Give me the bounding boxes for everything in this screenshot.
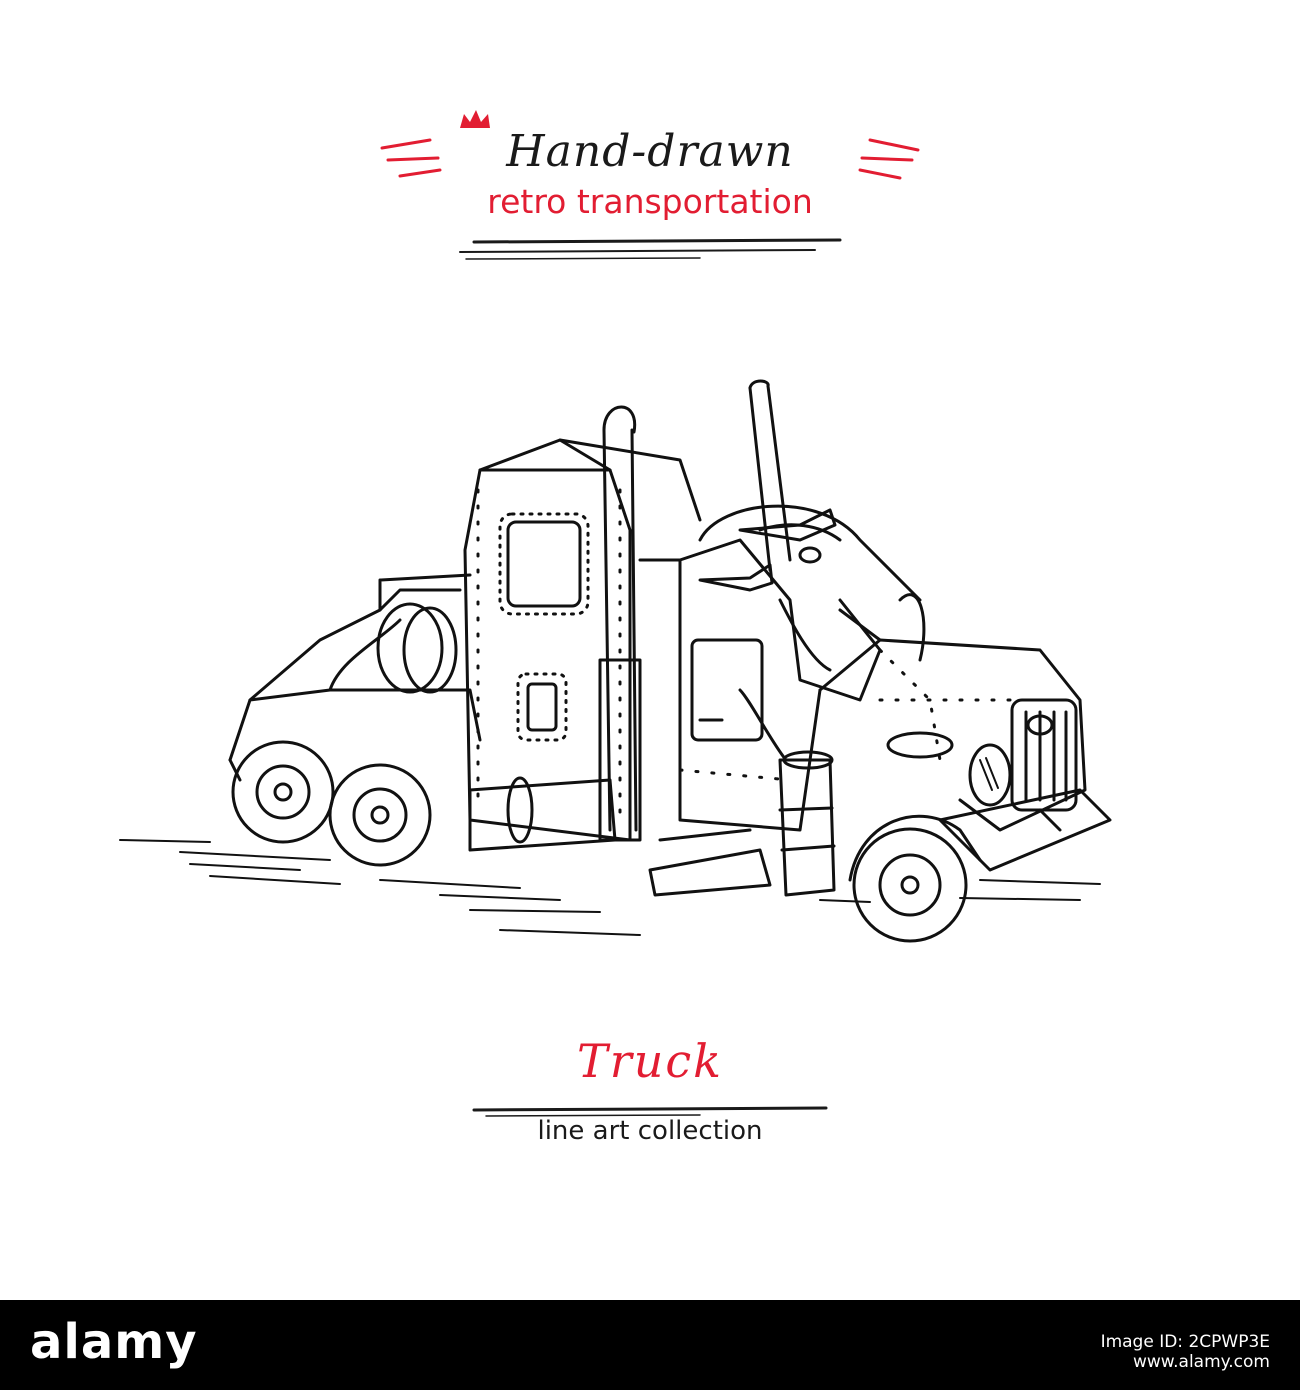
header-right-dashes (858, 138, 920, 180)
caption-underline (472, 1106, 828, 1117)
crown-icon (460, 110, 490, 128)
caption-title: Truck (577, 1034, 723, 1088)
truck-drawing (119, 379, 1112, 943)
watermark-bar: alamy Image ID: 2CPWP3E www.alamy.com (0, 1300, 1300, 1390)
watermark-info: Image ID: 2CPWP3E www.alamy.com (1101, 1332, 1270, 1372)
header-title: Hand-drawn (506, 126, 794, 177)
image-id-label: Image ID: 2CPWP3E (1100, 1332, 1270, 1352)
caption-subtitle: line art collection (537, 1116, 763, 1146)
truck-illustration (119, 110, 1112, 1117)
header-underline (459, 238, 842, 260)
watermark-logo: alamy (30, 1314, 198, 1370)
header-subtitle: retro transportation (487, 182, 813, 221)
watermark-url: www.alamy.com (1132, 1352, 1270, 1372)
header-left-dashes (380, 138, 442, 178)
